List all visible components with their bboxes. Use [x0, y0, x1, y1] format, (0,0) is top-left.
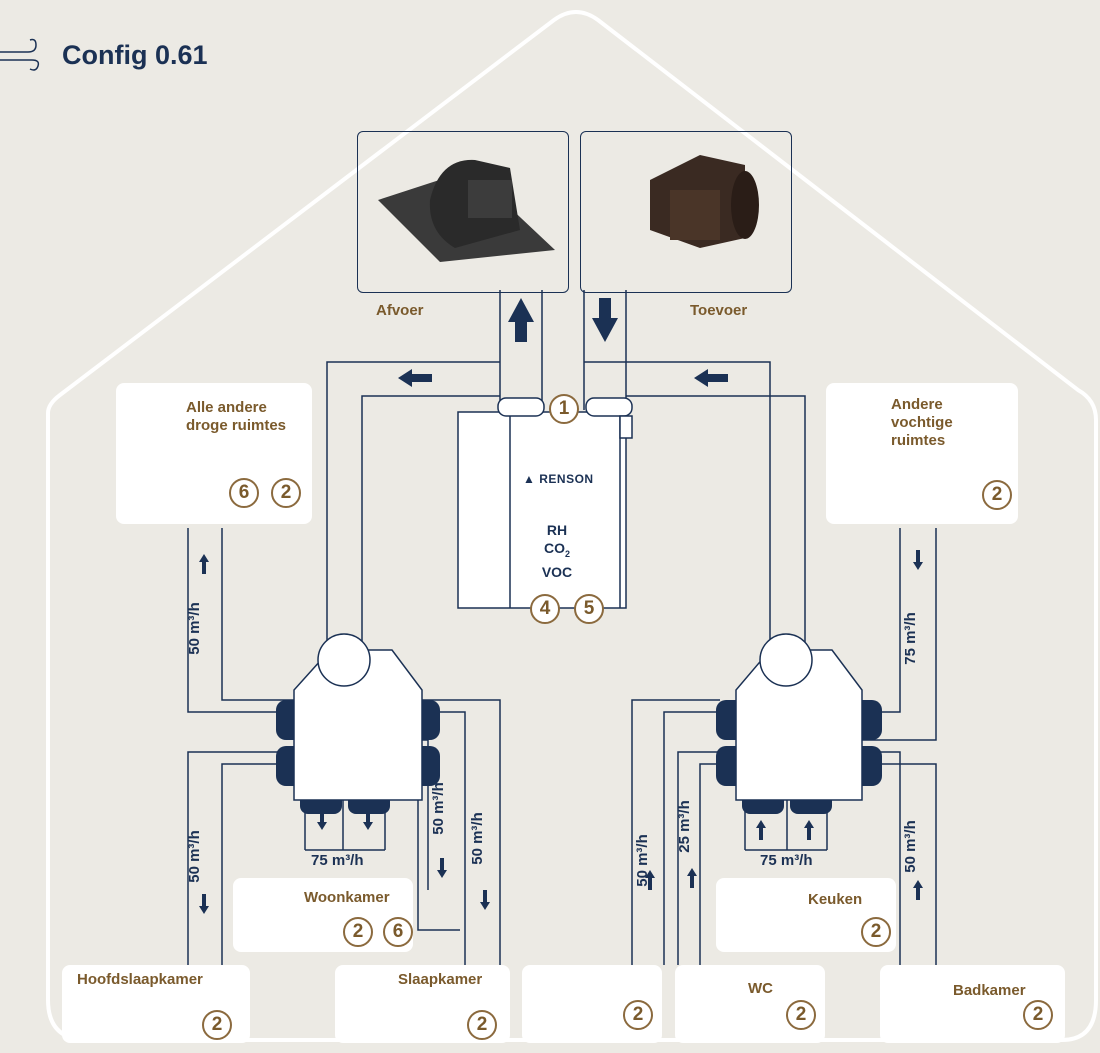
room-living-room-badge-1: 2	[343, 917, 373, 947]
room-laundry-badge: 2	[623, 1000, 653, 1030]
sensor-voc: VOC	[541, 564, 573, 580]
room-bedroom-badge: 2	[467, 1010, 497, 1040]
flow-master-bedroom: 50 m³/h	[185, 830, 203, 883]
room-living-room-label: Woonkamer	[304, 889, 390, 906]
distributor-left	[276, 633, 440, 814]
flow-bedroom: 50 m³/h	[468, 812, 486, 865]
duct-lines	[187, 290, 937, 965]
room-wc-label: WC	[748, 980, 773, 997]
distributor-right	[716, 633, 882, 814]
supply-arrow	[592, 298, 618, 342]
room-kitchen-badge: 2	[861, 917, 891, 947]
roof-exhaust-cap-image	[378, 159, 555, 262]
room-wet-other-badge: 2	[982, 480, 1012, 510]
flow-dry-other: 50 m³/h	[185, 602, 203, 655]
brand-logo: ▲ RENSON	[523, 472, 594, 486]
flow-living-room-side: 50 m³/h	[429, 782, 447, 835]
room-kitchen-label: Keuken	[808, 891, 863, 908]
flow-wc: 25 m³/h	[675, 800, 693, 853]
sensor-co2-label: CO	[543, 540, 565, 556]
exhaust-photo-frame	[357, 131, 569, 293]
room-wet-other-label: Andere vochtige ruimtes	[891, 396, 953, 449]
ventilation-unit	[457, 397, 633, 609]
room-master-bedroom-label: Hoofdslaapkamer	[77, 971, 203, 988]
room-bathroom-badge: 2	[1023, 1000, 1053, 1030]
supply-label: Toevoer	[690, 302, 748, 319]
room-dry-other-badge-1: 6	[229, 478, 259, 508]
page-title: Config 0.61	[62, 40, 208, 70]
badge-unit-bottom-left: 4	[530, 594, 560, 624]
room-living-room	[233, 878, 413, 952]
sensor-co2-subscript: 2	[564, 548, 570, 559]
flow-living-room-bottom: 75 m³/h	[311, 852, 364, 869]
room-master-bedroom-badge: 2	[202, 1010, 232, 1040]
room-dry-other-label: Alle andere droge ruimtes	[186, 399, 287, 434]
flow-kitchen-bottom: 75 m³/h	[760, 852, 813, 869]
flow-laundry: 50 m³/h	[633, 834, 651, 887]
air-flow-icon	[0, 38, 40, 71]
room-wc-badge: 2	[786, 1000, 816, 1030]
sensor-co2: CO2	[512, 540, 602, 559]
brand-name: RENSON	[539, 472, 594, 486]
exhaust-label: Afvoer	[376, 302, 424, 319]
return-arrow-left	[398, 369, 432, 387]
room-bedroom-label: Slaapkamer	[398, 971, 483, 988]
exhaust-arrow	[508, 298, 534, 342]
wall-supply-cap-image	[650, 155, 759, 248]
flow-bathroom: 50 m³/h	[901, 820, 919, 873]
badge-unit-top: 1	[549, 394, 579, 424]
room-living-room-badge-2: 6	[383, 917, 413, 947]
flow-wet-other: 75 m³/h	[901, 612, 919, 665]
room-bathroom-label: Badkamer	[953, 982, 1026, 999]
badge-unit-bottom-right: 5	[574, 594, 604, 624]
small-flow-arrows	[199, 550, 923, 914]
brand-logo-icon: ▲	[523, 472, 536, 486]
return-arrow-right	[694, 369, 728, 387]
sensor-rh: RH	[546, 522, 568, 538]
room-dry-other-badge-2: 2	[271, 478, 301, 508]
supply-photo-frame	[580, 131, 792, 293]
